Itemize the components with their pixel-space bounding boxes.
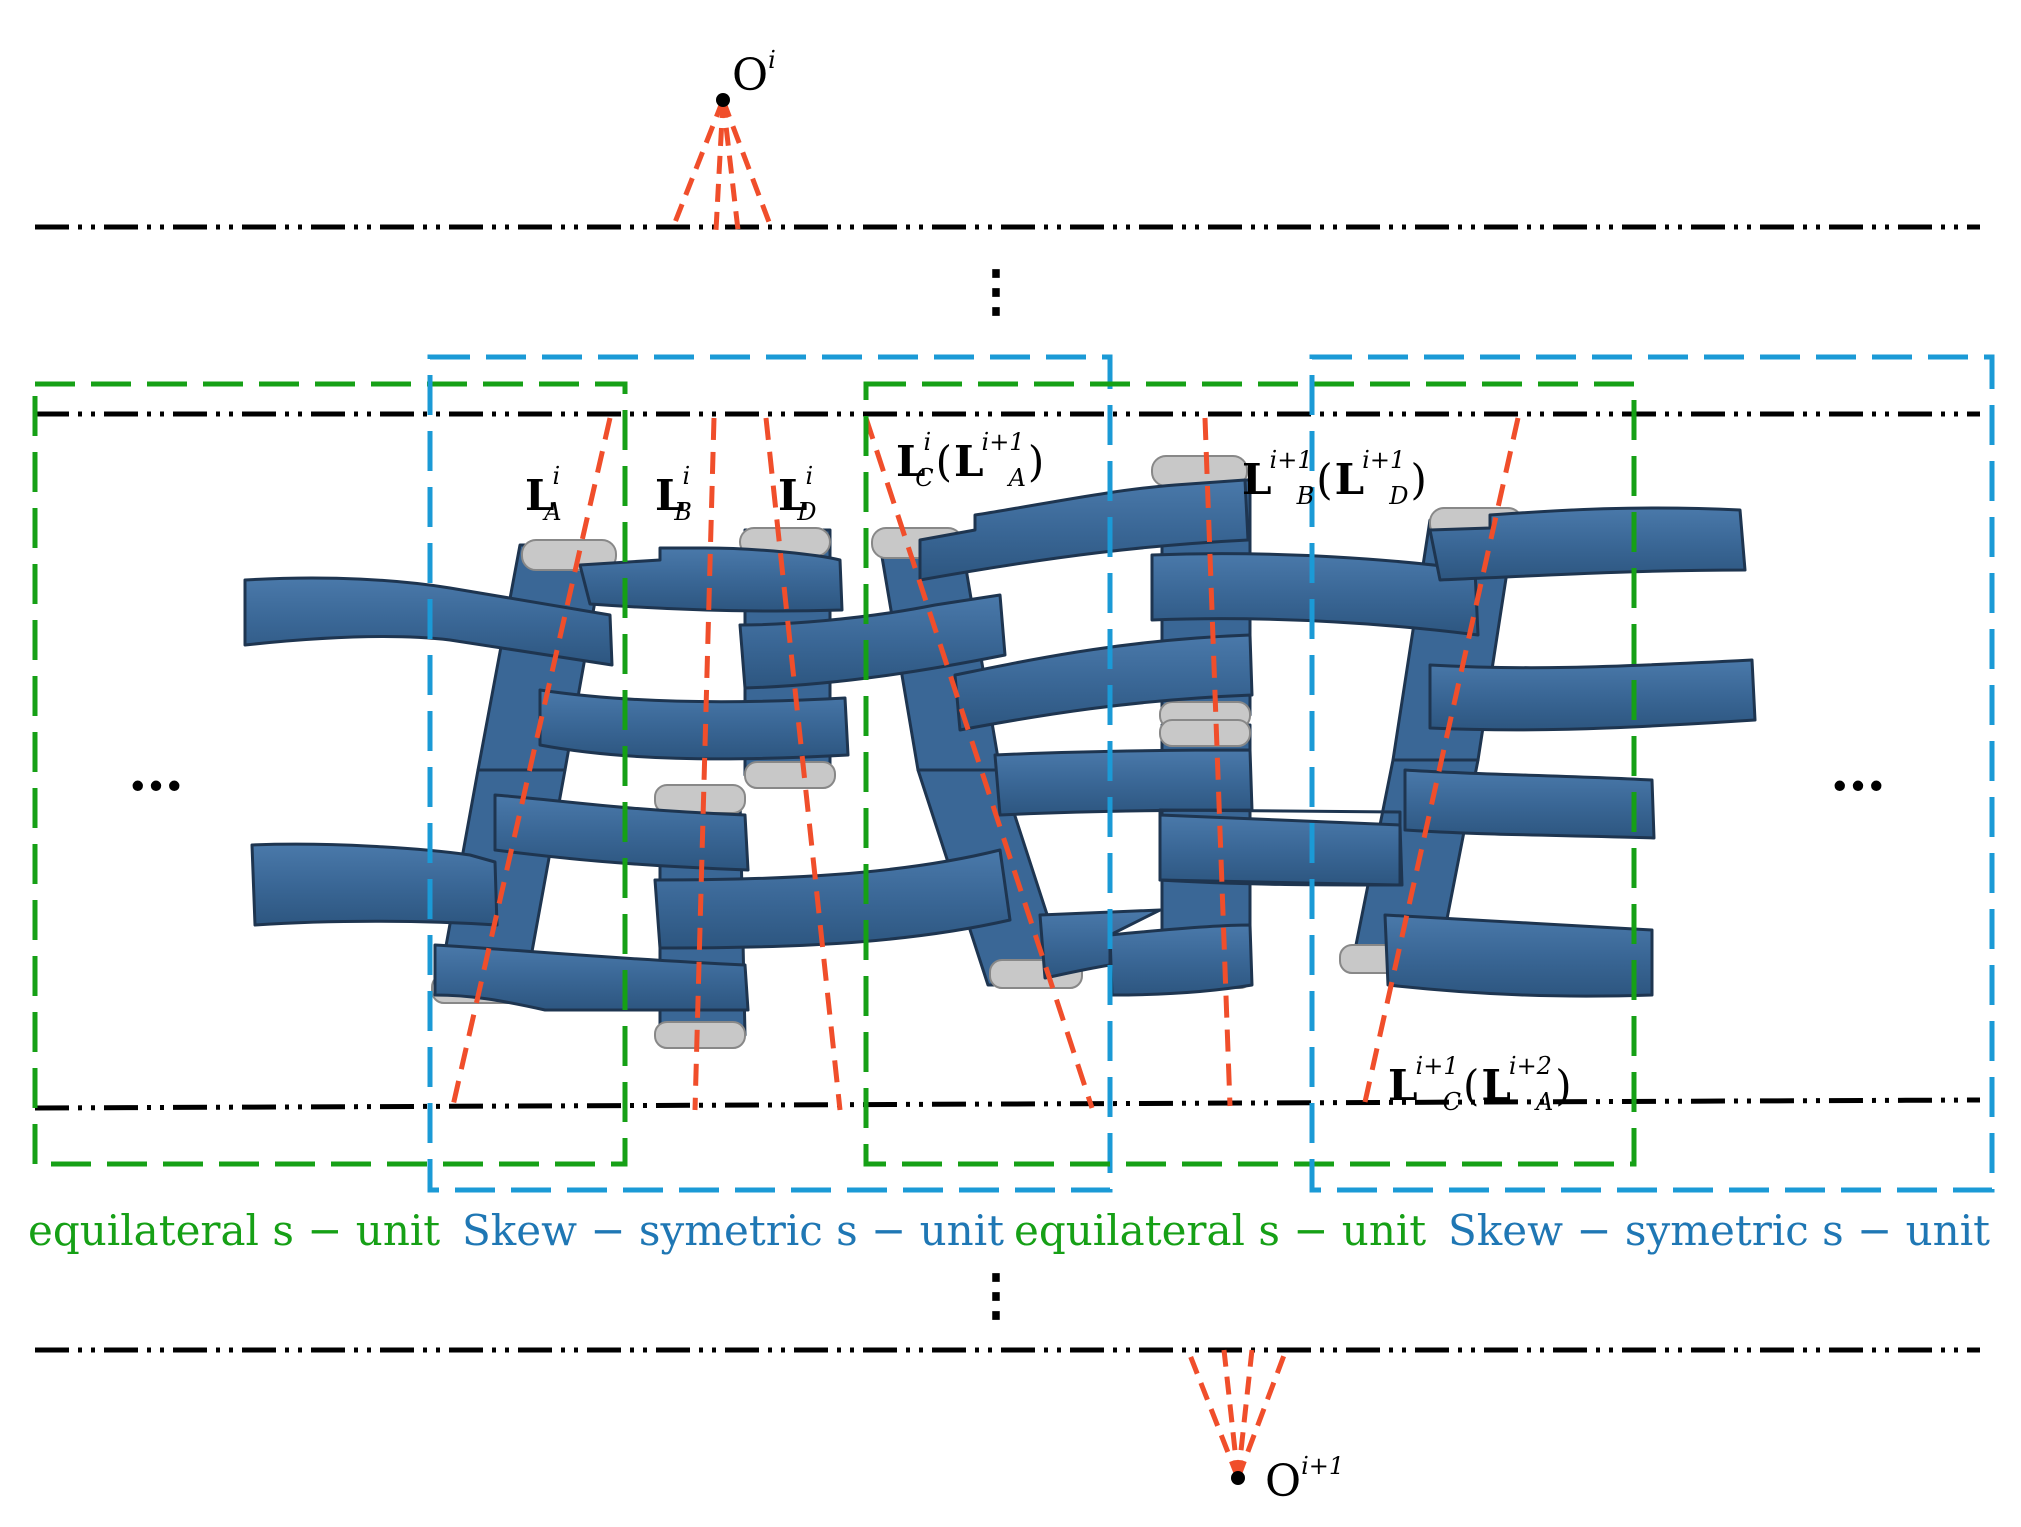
joint-cap <box>521 539 617 571</box>
unit-label-skew-1: Skew − symetric s − unit <box>462 1206 1005 1255</box>
unit-box-skew-2 <box>1309 354 1995 1193</box>
lc1-base: L <box>1388 1061 1418 1110</box>
link-label-ld: LiD <box>778 462 816 526</box>
joint-axis-rays <box>449 417 1521 1111</box>
bar-c-mid <box>953 633 1254 732</box>
lc1-sub: C <box>1442 1088 1461 1116</box>
unit-box-equilateral-2 <box>863 381 1637 1167</box>
la-sup: i <box>552 462 561 490</box>
bar-e-low <box>1403 768 1656 840</box>
ld-sub: D <box>797 498 817 526</box>
lc1-paren-base: L <box>1481 1061 1511 1110</box>
joint-cap <box>654 784 746 814</box>
ellipsis-right: … <box>1830 738 1890 804</box>
bar-a-top <box>578 546 844 613</box>
lc-paren-sup: i+1 <box>981 428 1025 456</box>
lc1-paren-sub: A <box>1535 1088 1554 1116</box>
bar-a-mid <box>538 688 850 761</box>
lb1-paren-sup: i+1 <box>1362 446 1406 474</box>
pole-label-bottom: Oi+1 <box>1265 1452 1344 1507</box>
lc-sup: i <box>923 428 932 456</box>
bar-f-mid <box>1158 808 1402 887</box>
bar-c-bottom <box>1038 908 1162 980</box>
pole-top-dot <box>716 93 730 107</box>
ellipsis-bottom: ⋮ <box>968 1262 1028 1328</box>
ld-base: L <box>778 471 808 520</box>
link-label-la: LiA <box>525 462 562 526</box>
lc-sub: C <box>915 464 934 492</box>
bar-left-low <box>250 842 499 927</box>
bar-b1-top <box>1150 552 1480 637</box>
unit-label-equilateral-2: equilateral s − unit <box>1014 1206 1427 1255</box>
axis-line-lower <box>34 1097 1981 1111</box>
bar-b-long <box>653 848 1012 950</box>
bar-e-top <box>1428 506 1747 582</box>
joint-cap <box>1159 719 1251 747</box>
pole-top-sup: i <box>768 46 776 74</box>
link-label-lb1: Li+1B(Li+1D) <box>1242 446 1427 510</box>
pole-top-base: O <box>732 50 769 101</box>
unit-label-equilateral-1: equilateral s − unit <box>28 1206 441 1255</box>
unit-boxes <box>32 354 1995 1193</box>
bottom-pole-rays <box>1185 1349 1289 1479</box>
la-sub: A <box>544 498 562 526</box>
bar-e-mid <box>1428 658 1757 732</box>
joint-cap <box>654 1021 746 1049</box>
link-label-lc: LiC(Li+1A) <box>896 428 1045 492</box>
link-label-lc1: Li+1C(Li+2A) <box>1388 1052 1572 1116</box>
la-base: L <box>525 471 555 520</box>
ld-sup: i <box>805 462 814 490</box>
top-pole-rays <box>669 99 775 231</box>
lb1-sub: B <box>1296 482 1315 510</box>
linkage-mechanism <box>243 455 1757 1049</box>
lb1-paren-sub: D <box>1389 482 1409 510</box>
bar-e-bottom <box>1383 913 1654 998</box>
unit-box-skew-1 <box>427 354 1113 1193</box>
joint-cap <box>744 761 836 789</box>
lc-base: L <box>896 437 926 486</box>
link-label-lb: LiB <box>655 462 692 526</box>
ellipsis-left: … <box>128 738 188 804</box>
lb-base: L <box>655 471 685 520</box>
pole-bottom-dot <box>1231 1471 1245 1485</box>
bar-a-bottom <box>433 943 750 1012</box>
pole-label-top: Oi <box>732 46 776 101</box>
bar-b1-bottom <box>1108 923 1254 997</box>
lb-sup: i <box>682 462 691 490</box>
bar-a-low <box>493 793 750 872</box>
lc-paren-base: L <box>953 437 984 486</box>
unit-box-equilateral-1 <box>32 381 628 1167</box>
lc1-paren-sup: i+2 <box>1508 1052 1552 1080</box>
bar-d-top <box>738 593 1007 690</box>
axis-lines <box>34 224 1981 1353</box>
lc1-sup: i+1 <box>1415 1052 1459 1080</box>
pole-bottom-base: O <box>1265 1456 1302 1507</box>
lc-paren-sub: A <box>1008 464 1026 492</box>
lb-sub: B <box>674 498 692 526</box>
ellipsis-top: ⋮ <box>968 258 1028 324</box>
pole-bottom-sup: i+1 <box>1301 1452 1345 1480</box>
lb1-paren-base: L <box>1334 455 1365 504</box>
bar-c-low <box>993 748 1254 817</box>
lb1-base: L <box>1242 455 1272 504</box>
unit-label-skew-2: Skew − symetric s − unit <box>1448 1206 1991 1255</box>
lb1-sup: i+1 <box>1269 446 1313 474</box>
bar-c-top <box>918 478 1250 582</box>
